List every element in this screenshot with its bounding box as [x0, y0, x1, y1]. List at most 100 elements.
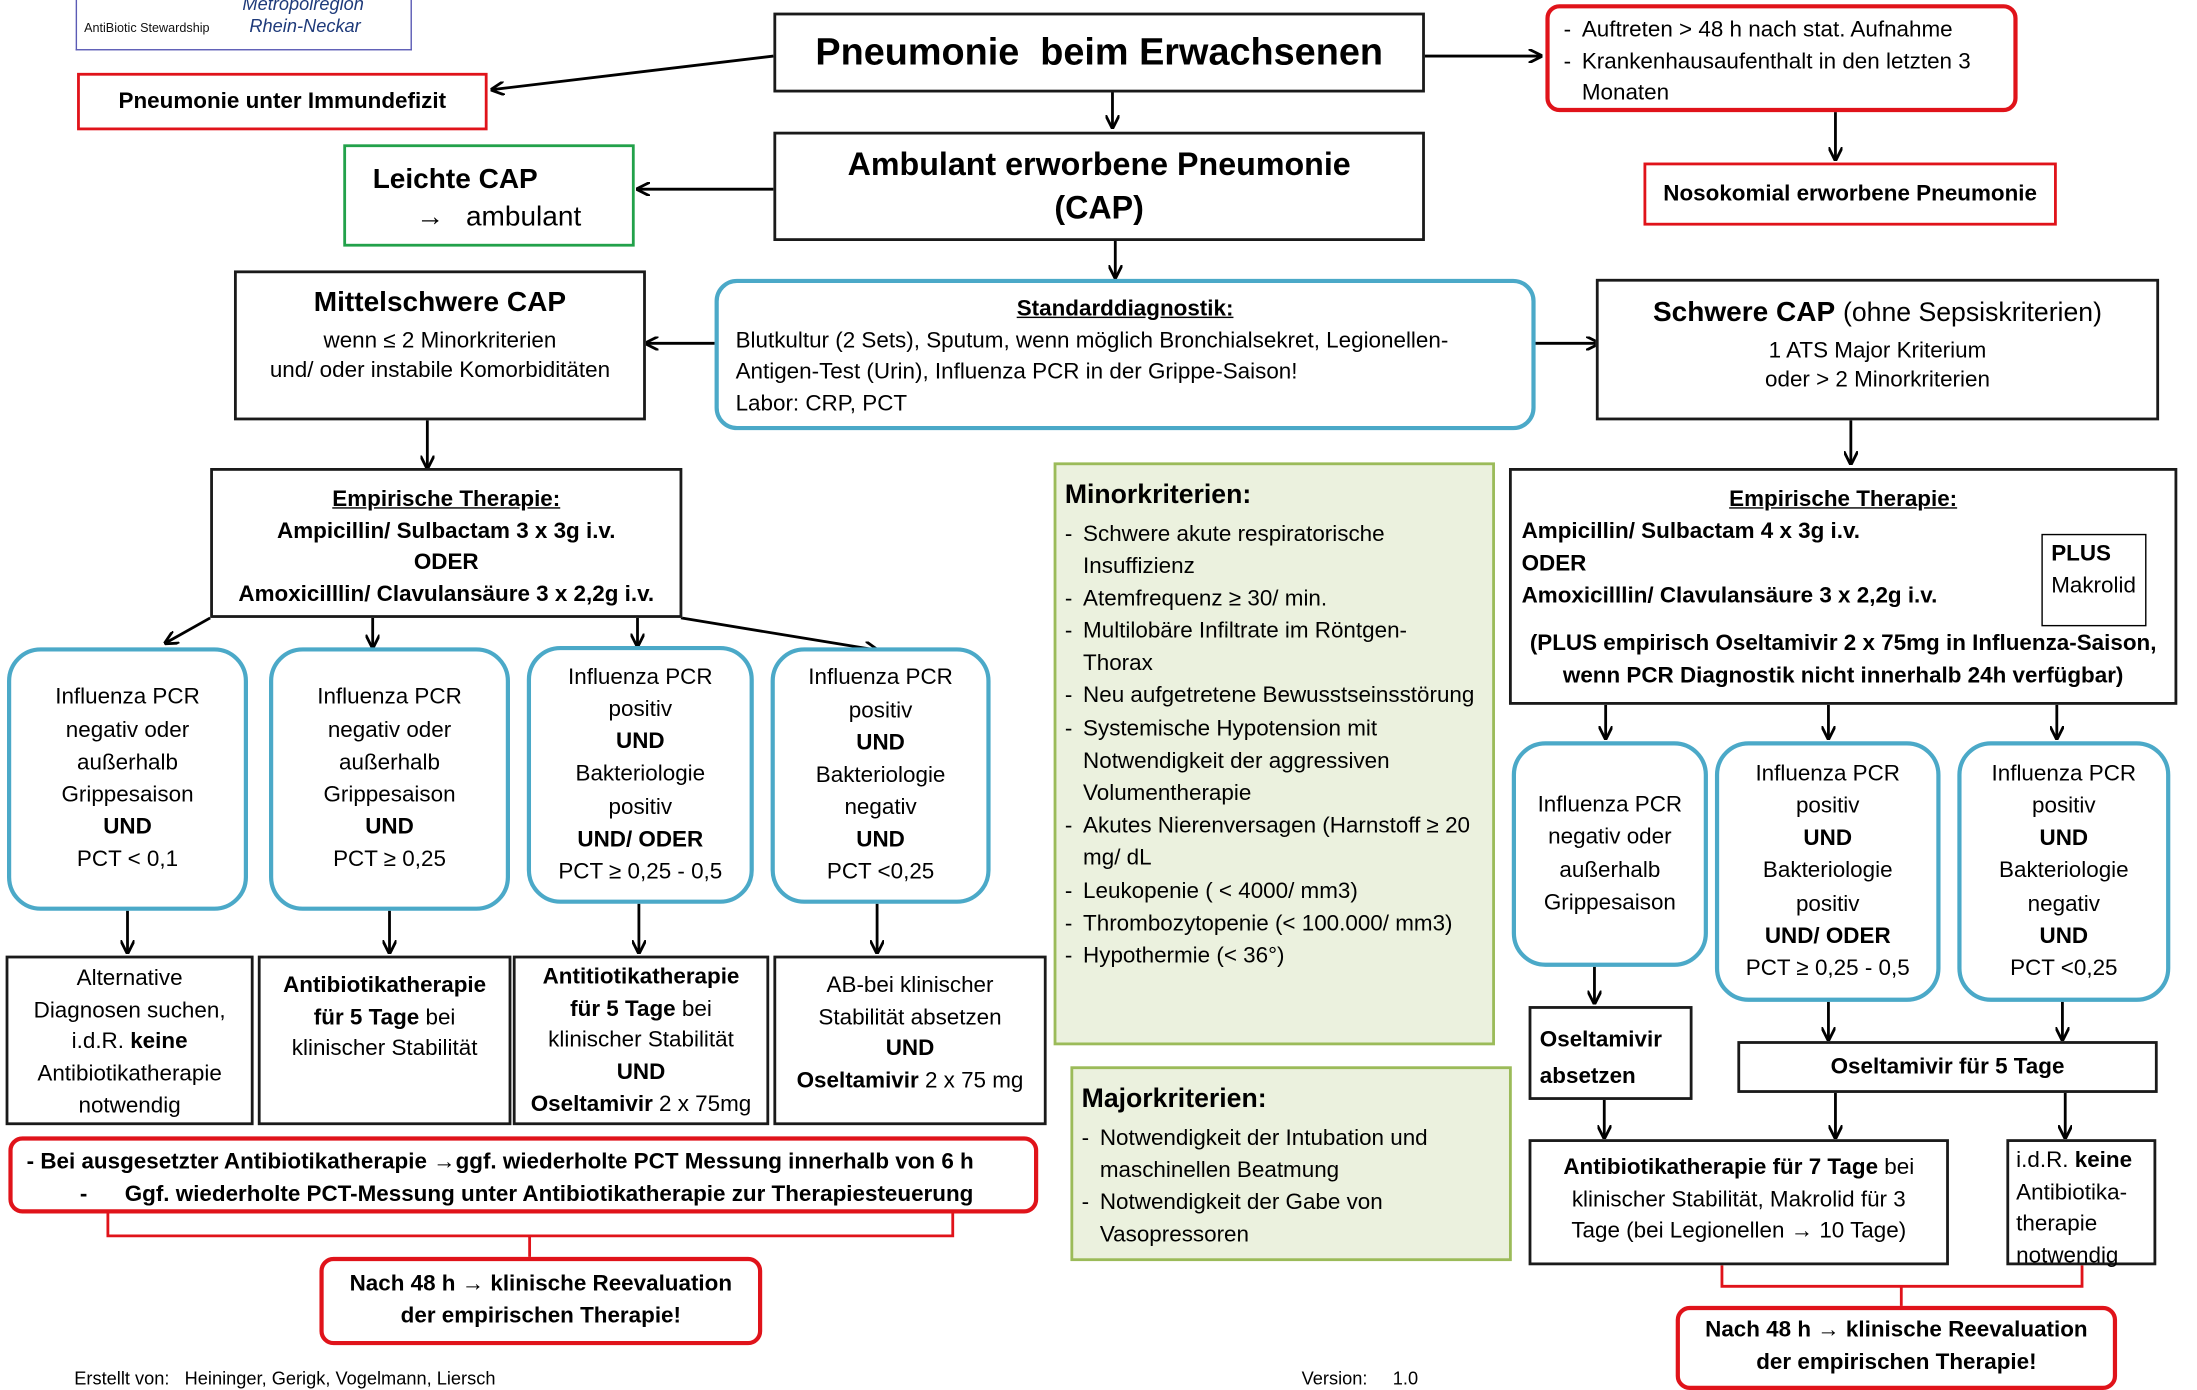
therapie-line: ODER: [413, 551, 479, 576]
case-line: Influenza PCR: [568, 665, 713, 690]
case-line: positiv: [608, 697, 673, 722]
case-line: positiv: [1795, 794, 1860, 819]
case-line: außerhalb: [1559, 858, 1661, 883]
pct-note-text: ggf. wiederholte PCT Messung innerhalb v…: [455, 1150, 974, 1175]
reevaluation-text: klinische Reevaluation: [484, 1271, 733, 1296]
therapie-line: Ampicillin/ Sulbactam 4 x 3g i.v.: [1521, 519, 1861, 544]
reevaluation-line: Nach 48 h → klinische Reevaluation: [1705, 1316, 2087, 1348]
immundefizit-label: Pneumonie unter Immundefizit: [118, 89, 447, 114]
arrow-right-icon: →: [461, 1271, 485, 1296]
antibiotikatherapie-7-tage-box: Antibiotikatherapie für 7 Tage bei klini…: [1528, 1139, 1949, 1266]
case-line: UND: [1803, 827, 1853, 851]
outcome-line: i.d.R. keine: [8, 1028, 250, 1060]
minor-item: Systemische Hypotension mit Notwendigkei…: [1065, 713, 1476, 810]
case-line: Influenza PCR: [55, 685, 200, 710]
footer-version-number: 1.0: [1392, 1367, 1419, 1389]
schwere-cap-heading: Schwere CAP (ohne Sepsiskriterien): [1599, 294, 2157, 331]
case-line: negativ oder: [65, 718, 190, 743]
minor-item: Schwere akute respiratorische Insuffizie…: [1065, 518, 1476, 583]
makrolid-label: Makrolid: [2051, 574, 2136, 598]
case-line: UND: [2039, 924, 2089, 949]
case-line: Grippesaison: [323, 783, 456, 808]
pct-note-text: Bei ausgesetzter Antibiotikatherapie: [40, 1150, 427, 1175]
arrow-right-icon: →: [1790, 1219, 1814, 1244]
outcome-line: UND: [616, 1060, 666, 1085]
case-line: Influenza PCR: [1537, 793, 1683, 818]
case-line: negativ oder: [1548, 825, 1672, 850]
oseltamivir-5-tage-box: Oseltamivir für 5 Tage: [1737, 1041, 2158, 1093]
ab7-text: Tage (bei Legionellen: [1571, 1219, 1791, 1244]
outcome-line: Diagnosen suchen,: [33, 998, 226, 1023]
left-case-1: Influenza PCR negativ oder außerhalb Gri…: [7, 647, 248, 911]
majorkriterien-box: Majorkriterien: Notwendigkeit der Intuba…: [1070, 1066, 1512, 1262]
case-line: UND: [616, 730, 665, 755]
case-line: PCT <0,25: [2010, 956, 2118, 981]
mittelschwere-cap-title: Mittelschwere CAP: [313, 287, 567, 319]
leichte-cap-title: Leichte CAP: [372, 163, 538, 195]
case-line: Bakteriologie: [815, 763, 946, 788]
case-line: UND: [856, 828, 905, 853]
oseltamivir-line: absetzen: [1539, 1064, 1636, 1089]
leichte-cap-outcome: → ambulant: [416, 199, 581, 236]
cap-abbrev: (CAP): [1054, 189, 1144, 226]
outcome-line: notwendig: [78, 1094, 181, 1118]
pct-notes-box: - Bei ausgesetzter Antibiotikatherapie →…: [8, 1136, 1039, 1214]
nosokomial-criteria-list: Auftreten > 48 h nach stat. Aufnahme Kra…: [1564, 15, 2000, 111]
case-line: Grippesaison: [61, 783, 194, 808]
outcome-keyword: Oseltamivir: [796, 1069, 919, 1094]
logo-prefix: AntiBiotic Stewardship: [84, 21, 210, 36]
footer-author-names: Heininger, Gerigk, Vogelmann, Liersch: [184, 1367, 496, 1389]
reevaluation-line: Nach 48 h → klinische Reevaluation: [350, 1269, 732, 1301]
minorkriterien-title: Minorkriterien:: [1064, 480, 1252, 511]
reevaluation-line: der empirischen Therapie!: [1756, 1350, 2037, 1375]
outcome-line: für 5 Tage bei: [261, 1003, 509, 1035]
case-line: UND: [365, 815, 414, 840]
left-outcome-1: Alternative Diagnosen suchen, i.d.R. kei…: [5, 955, 254, 1126]
case-line: UND/ ODER: [577, 827, 704, 852]
reevaluation-line: der empirischen Therapie!: [400, 1303, 681, 1328]
outcome-line: Oseltamivir 2 x 75mg: [516, 1090, 767, 1122]
plus-label: PLUS: [2051, 542, 2111, 567]
standarddiagnostik-line: Blutkultur (2 Sets), Sputum, wenn möglic…: [735, 328, 1449, 353]
outcome-text: 2 x 75mg: [652, 1092, 752, 1117]
logo-region: Metropolregion: [242, 0, 364, 15]
case-line: positiv: [2032, 794, 2096, 819]
ab7-keyword: Antibiotikatherapie für 7 Tage: [1563, 1155, 1879, 1180]
reevaluation-right-box: Nach 48 h → klinische Reevaluation der e…: [1675, 1305, 2118, 1390]
oseltamivir-line: Oseltamivir: [1539, 1028, 1662, 1053]
criteria-item: Krankenhausaufenthalt in den letzten 3 M…: [1564, 47, 2000, 111]
case-line: PCT < 0,1: [76, 848, 179, 873]
minor-item: Neu aufgetretene Bewusstseinsstörung: [1065, 680, 1476, 713]
therapie-line: Amoxicilllin/ Clavulansäure 3 x 2,2g i.v…: [238, 583, 655, 607]
ab7-line: Tage (bei Legionellen → 10 Tage): [1545, 1217, 1932, 1249]
left-outcome-2: Antibiotikatherapie für 5 Tage bei klini…: [257, 955, 512, 1126]
minorkriterien-box: Minorkriterien: Schwere akute respirator…: [1053, 462, 1495, 1046]
outcome-line: UND: [885, 1037, 935, 1062]
immundefizit-box: Pneumonie unter Immundefizit: [77, 72, 488, 131]
left-case-4: Influenza PCR positiv UND Bakteriologie …: [770, 647, 991, 904]
ab7-text: bei: [1878, 1155, 1915, 1180]
standarddiagnostik-box: Standarddiagnostik: Blutkultur (2 Sets),…: [714, 278, 1536, 431]
pct-note: - Ggf. wiederholte PCT-Messung unter Ant…: [79, 1182, 974, 1207]
oseltamivir-5-label: Oseltamivir für 5 Tage: [1830, 1054, 2065, 1079]
cap-title: Ambulant erworbene Pneumonie: [847, 146, 1351, 183]
right-case-1: Influenza PCR negativ oder außerhalb Gri…: [1511, 741, 1708, 967]
logo: Metropolregion Rhein-Neckar AntiBiotic S…: [75, 0, 412, 51]
case-line: PCT <0,25: [826, 860, 935, 885]
case-line: Grippesaison: [1543, 890, 1676, 915]
case-line: Bakteriologie: [575, 762, 706, 787]
schwere-cap-suffix: (ohne Sepsiskriterien): [1843, 298, 2102, 328]
outcome-keyword: Oseltamivir: [530, 1092, 653, 1117]
major-item: Notwendigkeit der Intubation und maschin…: [1082, 1122, 1493, 1187]
therapie-line: Ampicillin/ Sulbactam 3 x 3g i.v.: [277, 519, 616, 544]
case-line: Influenza PCR: [1991, 762, 2137, 786]
case-line: außerhalb: [77, 750, 178, 775]
case-line: positiv: [608, 795, 673, 820]
page-title: Pneumonie beim Erwachsenen: [815, 30, 1383, 73]
mittelschwere-cap-box: Mittelschwere CAP wenn ≤ 2 Minorkriterie…: [233, 270, 646, 421]
schwere-cap-line: oder > 2 Minorkriterien: [1765, 368, 1990, 393]
outcome-keyword: keine: [130, 1030, 188, 1055]
therapie-line: ODER: [1521, 552, 1587, 576]
reevaluation-text: Nach 48 h: [1705, 1318, 1818, 1343]
